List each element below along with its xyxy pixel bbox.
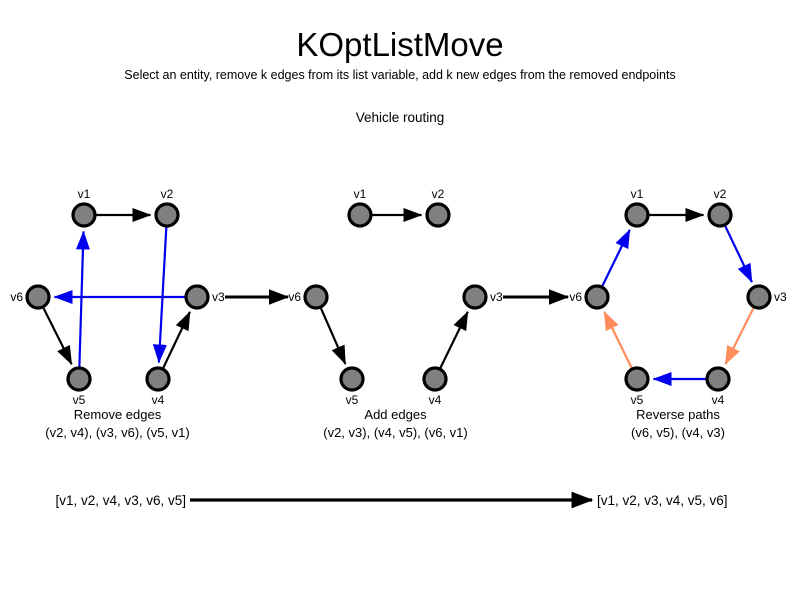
node-label-v2: v2	[714, 187, 727, 201]
panel-add-caption-detail: (v2, v3), (v4, v5), (v6, v1)	[323, 425, 467, 440]
edge-v4-to-v3	[162, 311, 191, 369]
graph-node-v6[interactable]: v6	[569, 284, 610, 310]
node-label-v3: v3	[490, 290, 503, 304]
graph-node-v4[interactable]: v4	[145, 366, 171, 407]
edges-layer	[42, 207, 755, 387]
panel-remove-caption-title: Remove edges	[74, 407, 162, 422]
graph-node-v2[interactable]: v2	[425, 187, 451, 228]
graph-node-v3[interactable]: v3	[184, 284, 225, 310]
edge-v6-to-v5	[42, 307, 73, 366]
node-label-v3: v3	[212, 290, 225, 304]
node-label-v1: v1	[78, 187, 91, 201]
edge-v6-to-v5	[320, 308, 347, 365]
node-label-v5: v5	[346, 393, 359, 407]
graph-node-v5[interactable]: v5	[339, 366, 365, 407]
graph-node-v4[interactable]: v4	[422, 366, 448, 407]
before-list-label: [v1, v2, v4, v3, v6, v5]	[55, 493, 186, 508]
graph-node-v3[interactable]: v3	[746, 284, 787, 310]
graph-node-v4[interactable]: v4	[705, 366, 731, 407]
panel-remove-caption-detail: (v2, v4), (v3, v6), (v5, v1)	[45, 425, 189, 440]
graph-node-v5[interactable]: v5	[624, 366, 650, 407]
nodes-layer: v1 v2 v3 v4 v5 v6 v1 v2 v3 v4 v5 v6 v1 v2 v3 v4 v5 v6	[10, 187, 787, 407]
node-label-v5: v5	[73, 393, 86, 407]
edge-v2-to-v4	[152, 227, 168, 364]
edge-v5-to-v6	[603, 311, 633, 369]
panel-reverse-caption-detail: (v6, v5), (v4, v3)	[631, 425, 725, 440]
graph-node-v2[interactable]: v2	[707, 187, 733, 228]
graph-node-v1[interactable]: v1	[624, 187, 650, 228]
edge-v6-to-v1	[601, 229, 631, 287]
node-label-v5: v5	[631, 393, 644, 407]
page-subtitle: Select an entity, remove k edges from it…	[124, 68, 676, 82]
graph-node-v3[interactable]: v3	[462, 284, 503, 310]
node-label-v3: v3	[774, 290, 787, 304]
section-label: Vehicle routing	[355, 110, 445, 125]
page-title: KOptListMove	[296, 26, 504, 63]
edge-v2-to-v3	[724, 225, 753, 283]
graph-node-v6[interactable]: v6	[10, 284, 51, 310]
node-label-v1: v1	[631, 187, 644, 201]
graph-node-v1[interactable]: v1	[71, 187, 97, 228]
bottom-list-layer: [v1, v2, v4, v3, v6, v5] [v1, v2, v3, v4,…	[55, 491, 728, 509]
node-label-v2: v2	[432, 187, 445, 201]
edge-v3-to-v4	[724, 307, 755, 366]
panel-add-caption-title: Add edges	[364, 407, 427, 422]
graph-node-v5[interactable]: v5	[66, 366, 92, 407]
graph-node-v2[interactable]: v2	[154, 187, 180, 228]
node-label-v2: v2	[161, 187, 174, 201]
edge-v4-to-v3	[439, 311, 469, 369]
node-label-v4: v4	[429, 393, 442, 407]
node-label-v6: v6	[288, 290, 301, 304]
after-list-label: [v1, v2, v3, v4, v5, v6]	[597, 493, 728, 508]
graph-node-v6[interactable]: v6	[288, 284, 329, 310]
panel-reverse-caption-title: Reverse paths	[636, 407, 720, 422]
node-label-v4: v4	[152, 393, 165, 407]
node-label-v4: v4	[712, 393, 725, 407]
captions-layer: Remove edges (v2, v4), (v3, v6), (v5, v1)…	[45, 407, 725, 440]
graph-node-v1[interactable]: v1	[347, 187, 373, 228]
node-label-v6: v6	[569, 290, 582, 304]
edge-v5-to-v1	[75, 230, 90, 367]
node-label-v1: v1	[354, 187, 367, 201]
node-label-v6: v6	[10, 290, 23, 304]
